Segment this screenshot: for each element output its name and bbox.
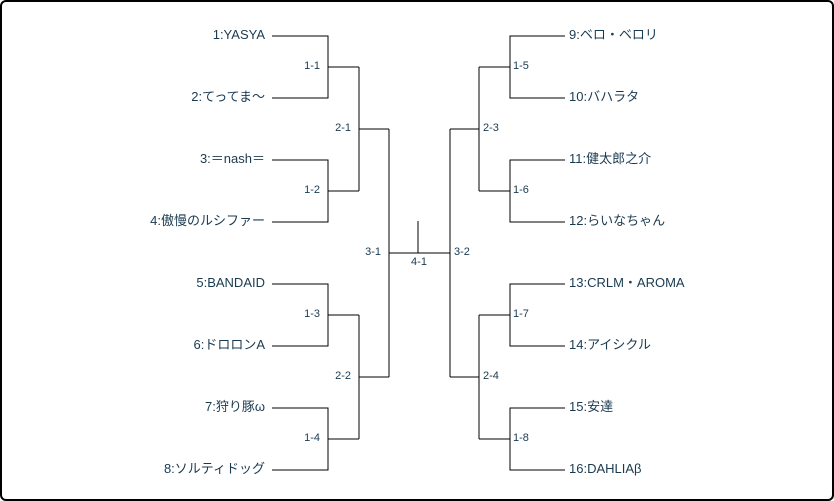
match-label-4-1: 4-1 xyxy=(411,256,427,268)
player-label-4: 4:傲慢のルシファー xyxy=(150,213,265,228)
match-label-1-2: 1-2 xyxy=(304,184,320,196)
match-label-1-3: 1-3 xyxy=(304,308,320,320)
match-label-3-2: 3-2 xyxy=(454,246,470,258)
player-label-6: 6:ドロロンA xyxy=(193,337,265,352)
player-label-9: 9:ベロ・ベロリ xyxy=(569,27,658,42)
match-label-1-4: 1-4 xyxy=(304,432,320,444)
match-label-1-1: 1-1 xyxy=(304,60,320,72)
player-label-16: 16:DAHLIAβ xyxy=(569,461,642,476)
match-label-2-4: 2-4 xyxy=(483,370,499,382)
match-label-1-5: 1-5 xyxy=(513,60,529,72)
player-label-8: 8:ソルティドッグ xyxy=(163,461,265,476)
player-label-3: 3:＝nash＝ xyxy=(199,151,265,166)
match-label-1-7: 1-7 xyxy=(513,308,529,320)
match-label-2-3: 2-3 xyxy=(483,122,499,134)
player-label-11: 11:健太郎之介 xyxy=(569,151,652,166)
match-label-1-8: 1-8 xyxy=(513,432,529,444)
player-label-1: 1:YASYA xyxy=(212,27,265,42)
player-label-14: 14:アイシクル xyxy=(569,337,652,352)
match-label-1-6: 1-6 xyxy=(513,184,529,196)
match-label-2-1: 2-1 xyxy=(335,122,351,134)
player-label-2: 2:てってま～ xyxy=(191,89,265,104)
player-label-12: 12:らいなちゃん xyxy=(569,213,666,228)
player-label-5: 5:BANDAID xyxy=(196,275,265,290)
player-label-13: 13:CRLM・AROMA xyxy=(569,275,685,290)
player-label-15: 15:安達 xyxy=(569,399,614,414)
player-label-10: 10:バハラタ xyxy=(569,89,640,104)
player-label-7: 7:狩り豚ω xyxy=(205,399,265,414)
match-label-3-1: 3-1 xyxy=(365,246,381,258)
match-label-2-2: 2-2 xyxy=(335,370,351,382)
